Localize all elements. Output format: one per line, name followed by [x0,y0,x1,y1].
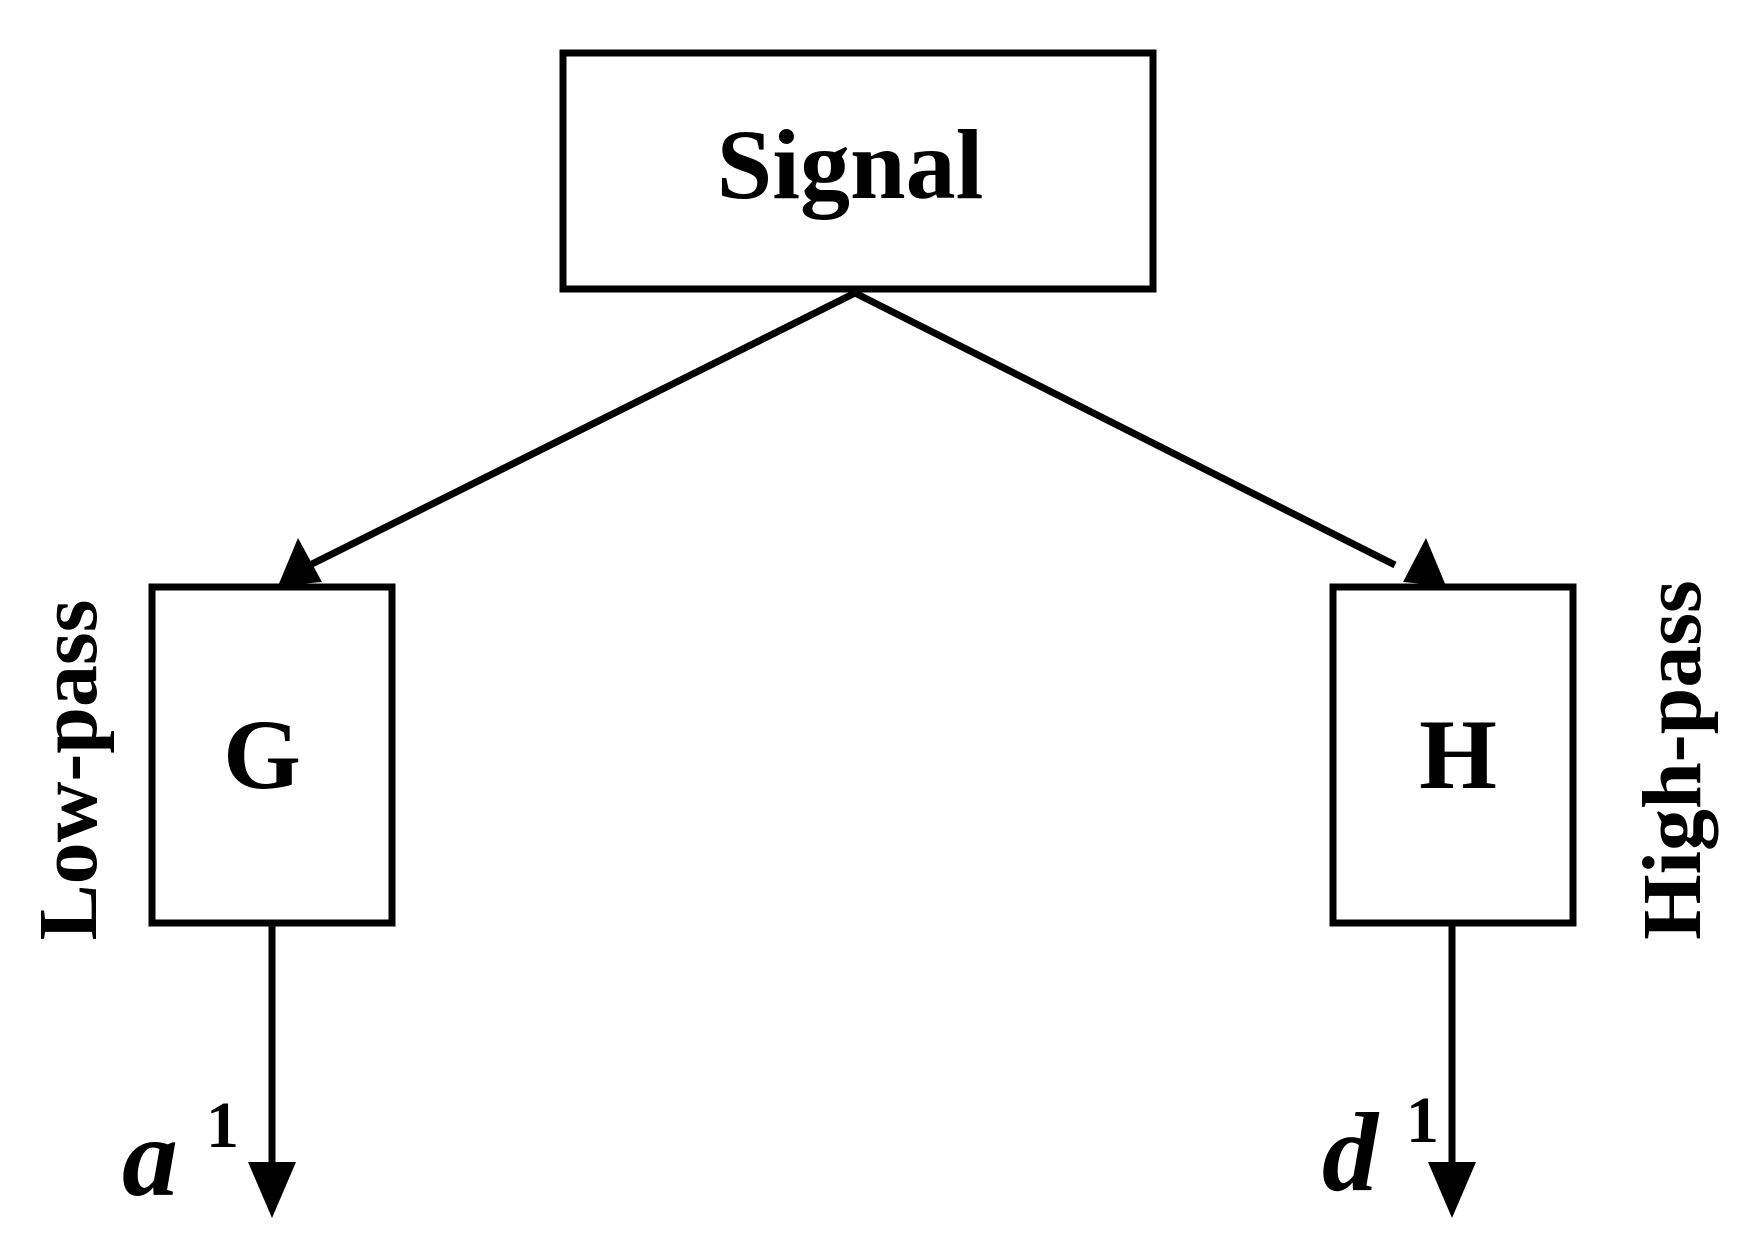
approx-superscript: 1 [206,1089,239,1162]
signal-node: Signal [559,49,1157,293]
approx-symbol: a [122,1096,178,1220]
detail-superscript: 1 [1406,1084,1439,1157]
high-pass-filter-node: H [1329,583,1577,927]
arrowhead-detail [1428,1162,1476,1218]
low-pass-filter-node: G [148,583,396,927]
approx-output-label: a 1 [122,1089,239,1220]
edge-signal-to-low-pass [278,289,857,586]
low-pass-filter-label: G [223,699,301,810]
detail-symbol: d [1322,1091,1380,1215]
edge-signal-to-high-pass [853,289,1446,586]
arrowhead-low-pass [278,538,322,586]
low-pass-filter-box [148,583,396,927]
edge-high-pass-to-detail [1428,923,1476,1218]
arrowhead-approx [248,1162,296,1218]
edge-low-pass-to-approx [248,923,296,1218]
high-pass-side-label: High-pass [1626,580,1719,939]
signal-label: Signal [717,109,984,220]
edge-signal-to-low-pass-line [308,289,857,569]
edge-signal-to-high-pass-line [853,289,1397,569]
high-pass-filter-label: H [1419,699,1497,810]
signal-box [559,49,1157,293]
detail-output-label: d 1 [1322,1084,1439,1215]
arrowhead-high-pass [1403,538,1446,586]
low-pass-side-label: Low-pass [22,600,115,941]
